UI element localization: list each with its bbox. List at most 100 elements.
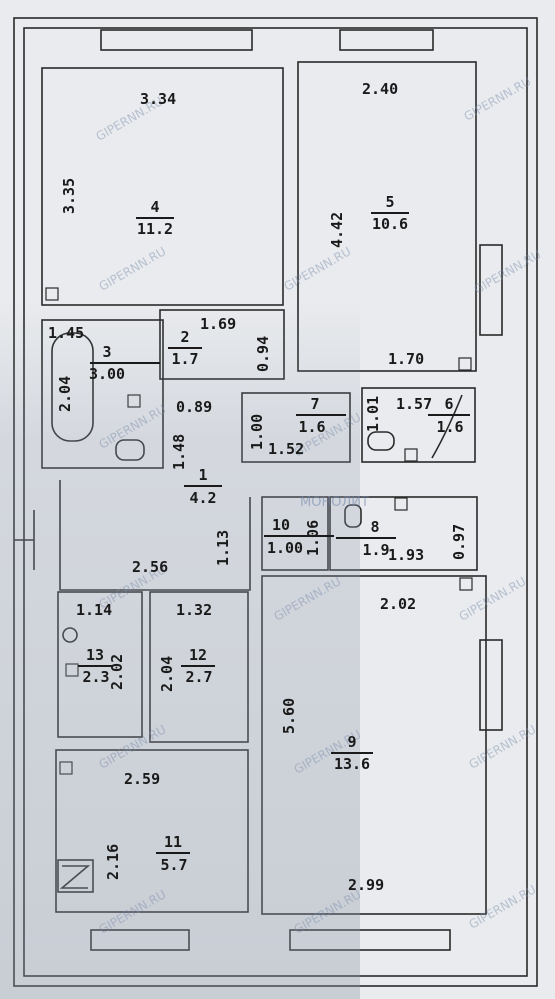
- room-11-area: 5.7: [160, 856, 188, 874]
- dimension-label: 0.89: [176, 398, 213, 416]
- room-12-outline: [149, 591, 249, 743]
- dimension-label: 2.16: [104, 843, 122, 880]
- window-right-upper: [479, 244, 503, 336]
- dimension-label: 1.13: [214, 529, 232, 566]
- room-7-area: 1.6: [298, 418, 326, 436]
- dimension-label: 1.00: [248, 413, 266, 450]
- room-9-number: 9: [347, 733, 357, 751]
- window-bottom-left: [90, 929, 190, 951]
- room-11-number: 11: [163, 833, 183, 851]
- room-1-number: 1: [198, 466, 208, 484]
- hall-outline: [59, 480, 251, 591]
- vent-box-7: [65, 663, 79, 677]
- stamp-text: МОНОЛИТ: [300, 495, 369, 510]
- room-2-outline: [159, 309, 285, 380]
- dimension-label: 1.69: [200, 315, 237, 333]
- vent-box-4: [404, 448, 418, 462]
- dimension-label: 1.70: [388, 350, 425, 368]
- dimension-label: 2.40: [362, 80, 399, 98]
- toilet-symbol: [115, 439, 145, 461]
- stove-symbol: [57, 859, 94, 893]
- room-3-outline: [41, 319, 164, 469]
- dimension-label: 1.01: [364, 395, 382, 432]
- room-10-area: 1.00: [266, 539, 304, 557]
- fraction-line: [156, 852, 190, 854]
- dimension-label: 1.14: [76, 601, 113, 619]
- room-5-area: 10.6: [371, 215, 409, 233]
- dimension-label: 1.57: [396, 395, 433, 413]
- dimension-label: 2.02: [108, 653, 126, 690]
- room-5-outline: [297, 61, 477, 372]
- room-11-outline: [55, 749, 249, 913]
- room-9-outline: [261, 575, 487, 915]
- room-12-number: 12: [188, 646, 208, 664]
- vent-box-6: [459, 577, 473, 591]
- bathtub: [51, 332, 94, 442]
- fraction-line: [136, 217, 174, 219]
- toilet-symbol-3: [344, 504, 362, 528]
- dimension-label: 2.59: [124, 770, 161, 788]
- room-7-outline: [241, 392, 351, 463]
- fraction-line: [264, 535, 334, 537]
- room-6-area: 1.6: [436, 418, 464, 436]
- room-5-number: 5: [385, 193, 395, 211]
- room-8-number: 8: [370, 518, 380, 536]
- vent-box-3: [127, 394, 141, 408]
- dimension-label: 1.48: [170, 433, 188, 470]
- dimension-label: 1.52: [268, 440, 305, 458]
- dimension-label: 0.97: [450, 523, 468, 560]
- room-8-area: 1.9: [362, 541, 390, 559]
- dimension-label: 1.45: [48, 324, 85, 342]
- room-4-number: 4: [150, 198, 160, 216]
- room-13-outline: [57, 591, 143, 738]
- dimension-label: 3.35: [60, 177, 78, 214]
- dimension-label: 2.99: [348, 876, 385, 894]
- fraction-line: [184, 485, 222, 487]
- window-top-left: [100, 29, 253, 51]
- room-9-area: 13.6: [333, 755, 371, 773]
- room-10-outline: [261, 496, 329, 571]
- room-6-outline: [361, 387, 476, 463]
- dimension-label: 1.93: [388, 546, 425, 564]
- fraction-line: [181, 665, 215, 667]
- vent-box-5: [394, 497, 408, 511]
- room-2-number: 2: [180, 328, 190, 346]
- dimension-label: 4.42: [328, 211, 346, 248]
- room-3-area: 3.00: [88, 365, 126, 383]
- room-2-area: 1.7: [171, 350, 199, 368]
- fraction-line: [168, 347, 202, 349]
- room-4-outline: [41, 67, 284, 306]
- fraction-line: [331, 752, 373, 754]
- window-right-lower: [479, 639, 503, 731]
- room-7-number: 7: [310, 395, 320, 413]
- room-8-outline: [329, 496, 478, 571]
- toilet-symbol-2: [367, 431, 395, 451]
- fraction-line: [428, 414, 470, 416]
- room-13-number: 13: [85, 646, 105, 664]
- dimension-label: 0.94: [254, 335, 272, 372]
- sink-symbol: [62, 627, 78, 643]
- dimension-label: 1.32: [176, 601, 213, 619]
- room-12-area: 2.7: [185, 668, 213, 686]
- fraction-line: [296, 414, 346, 416]
- outer-wall-inner: [23, 27, 528, 977]
- vent-box-2: [458, 357, 472, 371]
- window-top-right: [339, 29, 434, 51]
- dimension-label: 5.60: [280, 697, 298, 734]
- fraction-line: [78, 665, 112, 667]
- room-10-number: 10: [271, 516, 291, 534]
- vent-box: [45, 287, 59, 301]
- fraction-line: [90, 362, 160, 364]
- vent-box-8: [59, 761, 73, 775]
- dimension-label: 2.56: [132, 558, 169, 576]
- room-13-area: 2.3: [82, 668, 110, 686]
- room-1-area: 4.2: [189, 489, 217, 507]
- outer-wall-outer: [13, 17, 538, 987]
- room-3-number: 3: [102, 343, 112, 361]
- dimension-label: 2.04: [56, 375, 74, 412]
- room-6-number: 6: [444, 395, 454, 413]
- door-swing: [431, 394, 463, 459]
- dimension-label: 1.06: [304, 519, 322, 556]
- room-4-area: 11.2: [136, 220, 174, 238]
